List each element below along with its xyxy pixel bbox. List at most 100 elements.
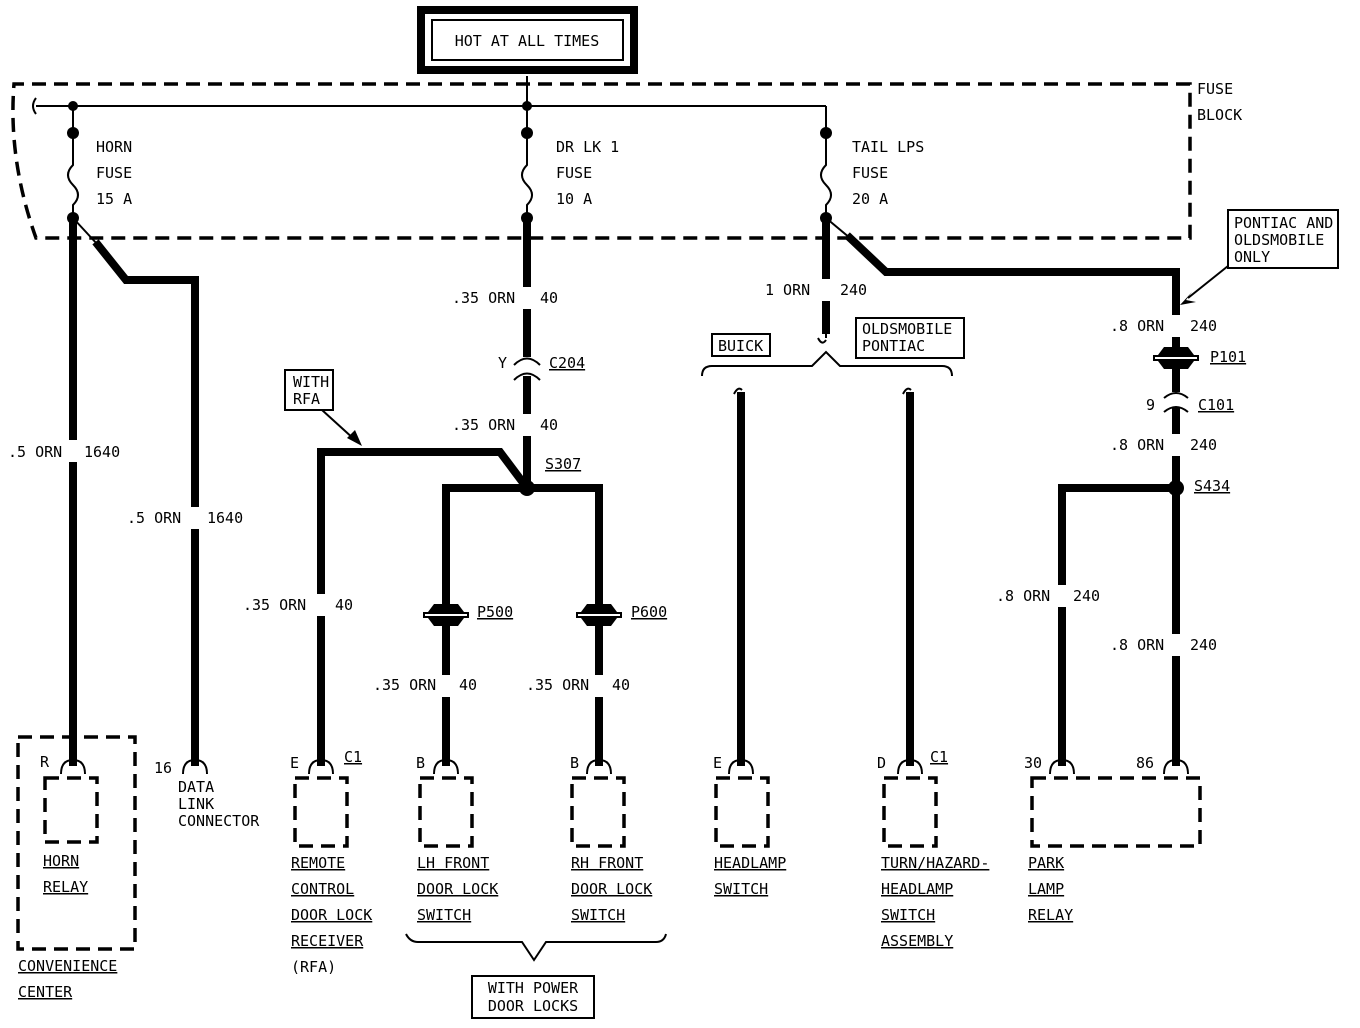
note-po-l1: PONTIAC AND (1234, 214, 1333, 232)
headlamp-l2: SWITCH (714, 880, 768, 898)
turn-conn: C1 (930, 748, 948, 766)
fuse-block-label-1: FUSE (1197, 80, 1233, 98)
headlamp-switch: E HEADLAMP SWITCH (713, 754, 786, 898)
park-l3: RELAY (1028, 906, 1073, 924)
c204-pin: Y (498, 354, 507, 372)
lh-pin: B (416, 754, 425, 772)
note-olds-l1: OLDSMOBILE (862, 320, 952, 338)
rcdlr-pin: E (290, 754, 299, 772)
tail-fuse-l3: 20 A (852, 190, 888, 208)
note-pdl-l2: DOOR LOCKS (488, 997, 578, 1015)
s434-label: S434 (1194, 477, 1230, 495)
convenience-l1: CONVENIENCE (18, 957, 117, 975)
note-buick: BUICK (718, 337, 763, 355)
wire-tail: 1 ORN 240 (765, 214, 867, 344)
rh-l1: RH FRONT (571, 854, 643, 872)
rh-l3: SWITCH (571, 906, 625, 924)
p600-label: P600 (631, 603, 667, 621)
wire-p101-upper: .8 ORN 240 (825, 217, 1217, 351)
turn-l2: HEADLAMP (881, 880, 953, 898)
turn-hazard-headlamp-switch-assembly: D C1 TURN/HAZARD- HEADLAMP SWITCH ASSEMB… (877, 748, 989, 950)
p101-label: P101 (1210, 348, 1246, 366)
fuse-bus (32, 76, 826, 115)
park-l2: LAMP (1028, 880, 1064, 898)
convenience-center: R HORN RELAY CONVENIENCE CENTER (16, 735, 137, 1001)
wire-park86-size: .8 ORN (1110, 636, 1164, 654)
lh-l3: SWITCH (417, 906, 471, 924)
wire-park86-circuit: 240 (1190, 636, 1217, 654)
wire-park-86: .8 ORN 240 (1110, 484, 1217, 766)
c101-pin: 9 (1146, 396, 1155, 414)
headlamp-l1: HEADLAMP (714, 854, 786, 872)
drlk-fuse-l2: FUSE (556, 164, 592, 182)
note-olds-l2: PONTIAC (862, 337, 925, 355)
horn-relay-pin: R (40, 753, 50, 771)
rcdlr-l5: (RFA) (291, 958, 336, 976)
connector-p101: P101 (1153, 347, 1246, 369)
wire-tail-circuit: 240 (840, 281, 867, 299)
lh-l1: LH FRONT (417, 854, 489, 872)
wire-dlc-size: .5 ORN (127, 509, 181, 527)
horn-fuse: HORN FUSE 15 A (67, 106, 132, 224)
note-with-rfa: WITH RFA (284, 369, 362, 446)
turn-pin: D (877, 754, 886, 772)
park-l1: PARK (1028, 854, 1064, 872)
s307-label: S307 (545, 455, 581, 473)
hot-at-all-times-box: HOT AT ALL TIMES (417, 6, 638, 74)
wire-drlk-upper-circuit: 40 (540, 289, 558, 307)
dr-lk-1-fuse: DR LK 1 FUSE 10 A (521, 106, 619, 224)
rh-l2: DOOR LOCK (571, 880, 652, 898)
tail-lps-fuse: TAIL LPS FUSE 20 A (820, 106, 924, 224)
wire-p101u-size: .8 ORN (1110, 317, 1164, 335)
wire-horn-circuit: 1640 (84, 443, 120, 461)
dlc-pin: 16 (154, 759, 172, 777)
wire-rh: .35 ORN 40 (523, 484, 630, 766)
wire-lh-circuit: 40 (459, 676, 477, 694)
rcdlr-l2: CONTROL (291, 880, 354, 898)
connector-p500: P500 (423, 603, 513, 626)
horn-fuse-l2: FUSE (96, 164, 132, 182)
turn-l1: TURN/HAZARD- (881, 854, 989, 872)
wire-drlk-lower-circuit: 40 (540, 416, 558, 434)
tail-fuse-l2: FUSE (852, 164, 888, 182)
rcdlr-l3: DOOR LOCK (291, 906, 372, 924)
wire-headlamp (733, 387, 745, 766)
headlamp-pin: E (713, 754, 722, 772)
wire-lh: .35 ORN 40 (373, 484, 531, 766)
note-pontiac-olds: PONTIAC AND OLDSMOBILE ONLY (1180, 209, 1339, 305)
park-pin30: 30 (1024, 754, 1042, 772)
convenience-l2: CENTER (18, 983, 73, 1001)
header-label: HOT AT ALL TIMES (455, 32, 600, 50)
wire-p101u-circuit: 240 (1190, 317, 1217, 335)
data-link-connector: 16 DATA LINK CONNECTOR (154, 759, 260, 830)
wire-rh-circuit: 40 (612, 676, 630, 694)
dlc-l3: CONNECTOR (178, 812, 260, 830)
note-rfa-l2: RFA (293, 390, 320, 408)
connector-c204: Y C204 (498, 354, 585, 381)
wire-p101l-circuit: 240 (1190, 436, 1217, 454)
rcdlr-l1: REMOTE (291, 854, 345, 872)
wire-drlk-lower: .35 ORN 40 (452, 376, 558, 492)
wire-dlc: .5 ORN 1640 (72, 217, 243, 766)
horn-relay-l2: RELAY (43, 878, 88, 896)
turn-l3: SWITCH (881, 906, 935, 924)
c204-label: C204 (549, 354, 585, 372)
note-po-l2: OLDSMOBILE (1234, 231, 1324, 249)
wire-rh-size: .35 ORN (526, 676, 589, 694)
wire-lh-size: .35 ORN (373, 676, 436, 694)
drlk-fuse-l3: 10 A (556, 190, 592, 208)
wire-tail-size: 1 ORN (765, 281, 810, 299)
tail-fuse-l1: TAIL LPS (852, 138, 924, 156)
dlc-l2: LINK (178, 795, 214, 813)
option-bracket: BUICK OLDSMOBILE PONTIAC (701, 317, 965, 377)
wire-turn-hazard (902, 387, 914, 766)
lh-l2: DOOR LOCK (417, 880, 498, 898)
fuse-block-label-2: BLOCK (1197, 106, 1242, 124)
turn-l4: ASSEMBLY (881, 932, 953, 950)
wire-drlk-upper: .35 ORN 40 (452, 214, 558, 357)
rcdlr-l4: RECEIVER (291, 932, 364, 950)
note-po-l3: ONLY (1234, 248, 1270, 266)
horn-fuse-l3: 15 A (96, 190, 132, 208)
rcdlr-conn: C1 (344, 748, 362, 766)
